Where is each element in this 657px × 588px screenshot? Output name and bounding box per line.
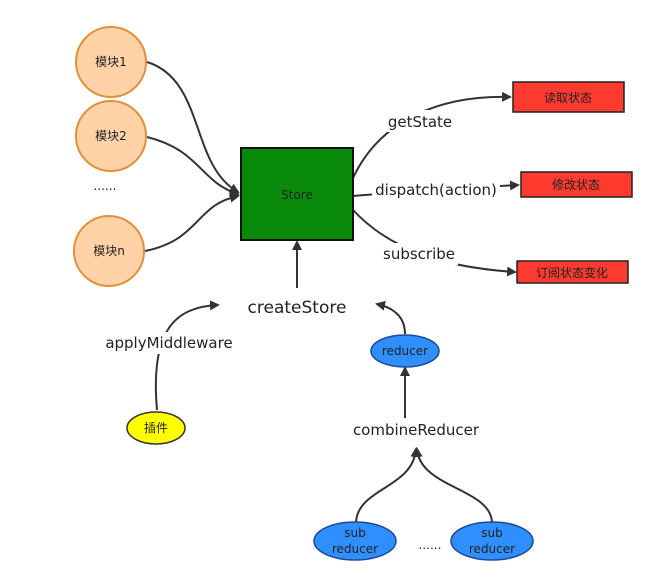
create-store-label: createStore xyxy=(248,298,347,318)
dispatch-label: dispatch(action) xyxy=(375,181,497,199)
module-n-node: 模块n xyxy=(73,215,145,287)
module-2-node: 模块2 xyxy=(75,100,147,172)
edge-plugin-createstore xyxy=(154,300,220,411)
sub-reducer-1-node: sub reducer xyxy=(313,521,397,561)
edge-getstate xyxy=(352,91,512,179)
sub-reducer-2-line1: sub xyxy=(481,526,502,540)
module-1-label: 模块1 xyxy=(95,55,127,69)
sub-reducer-2-node: sub reducer xyxy=(450,521,534,561)
subscribe-change-label: 订阅状态变化 xyxy=(536,265,608,280)
apply-middleware-label: applyMiddleware xyxy=(105,334,232,352)
reducer-label: reducer xyxy=(382,344,428,358)
edge-sub1-combine xyxy=(355,447,421,523)
store-node: Store xyxy=(240,147,354,241)
module-1-node: 模块1 xyxy=(75,26,147,98)
store-label: Store xyxy=(281,188,313,202)
edge-reducer-createstore xyxy=(375,300,406,335)
modify-state-node: 修改状态 xyxy=(520,171,633,198)
sub-reducer-1-line1: sub xyxy=(344,526,365,540)
edge-m1-store xyxy=(146,61,240,193)
getstate-label: getState xyxy=(388,113,452,131)
sub-reducer-2-line2: reducer xyxy=(469,542,515,556)
plugin-label: 插件 xyxy=(144,421,168,435)
read-state-label: 读取状态 xyxy=(544,91,592,105)
modules-ellipsis: ...... xyxy=(94,179,117,193)
modify-state-label: 修改状态 xyxy=(552,177,600,192)
subscribe-label: subscribe xyxy=(383,245,455,263)
plugin-node: 插件 xyxy=(126,411,186,445)
edge-sub2-combine xyxy=(412,447,493,523)
read-state-node: 读取状态 xyxy=(512,81,625,113)
edge-mn-store xyxy=(144,192,240,252)
sub-reducers-ellipsis: ...... xyxy=(419,538,442,552)
combine-reducer-label: combineReducer xyxy=(353,421,480,439)
module-n-label: 模块n xyxy=(93,244,125,258)
subscribe-change-node: 订阅状态变化 xyxy=(516,260,629,284)
edge-m2-store xyxy=(146,136,240,197)
reducer-node: reducer xyxy=(370,334,440,368)
module-2-label: 模块2 xyxy=(95,129,127,143)
sub-reducer-1-line2: reducer xyxy=(332,542,378,556)
